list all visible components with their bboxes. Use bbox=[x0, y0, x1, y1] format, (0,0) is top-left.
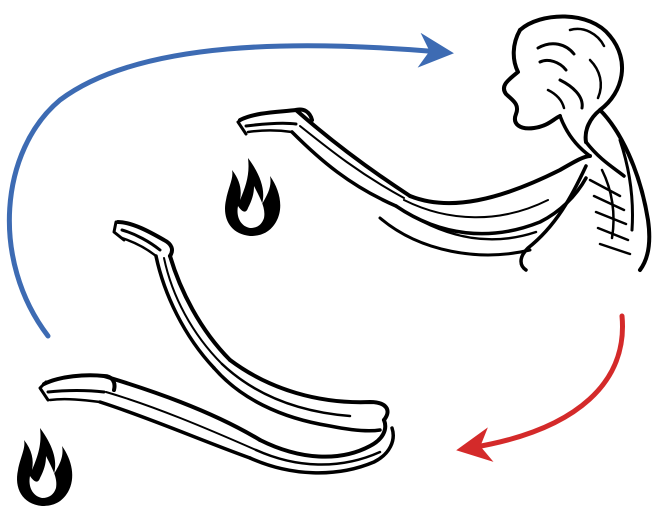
blue-cycle-arrow bbox=[9, 46, 440, 336]
arm-icon bbox=[40, 222, 393, 473]
arm-icon bbox=[238, 109, 590, 254]
flame-icon bbox=[17, 428, 72, 506]
flame-icon bbox=[225, 158, 280, 236]
red-cycle-arrow bbox=[470, 316, 622, 448]
human-figure-icon bbox=[504, 16, 649, 270]
